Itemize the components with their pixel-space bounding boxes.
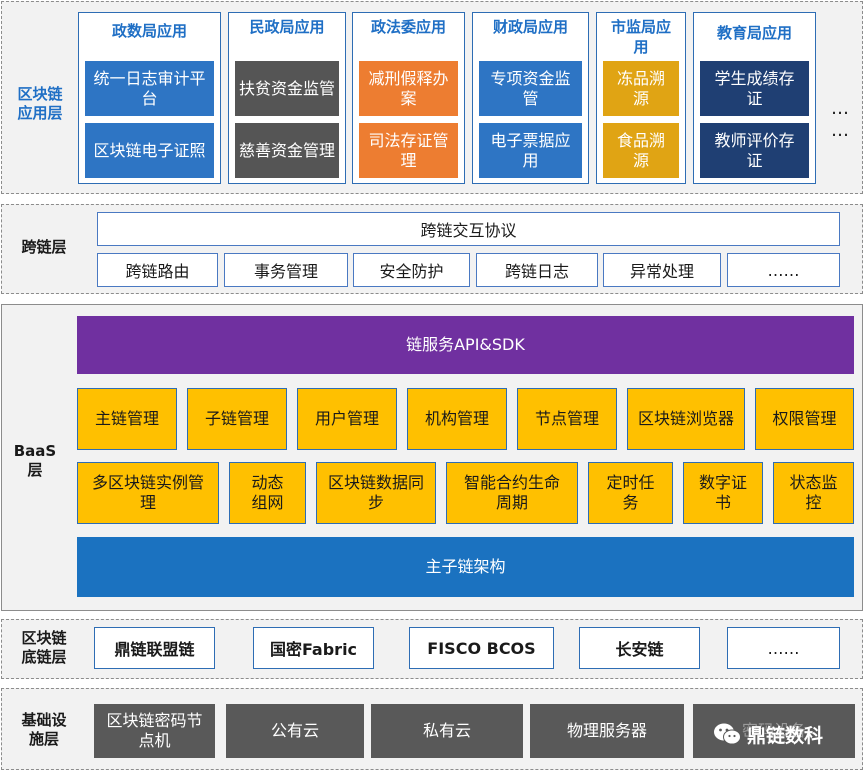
cross-item[interactable]: 事务管理 (224, 253, 348, 287)
baas-item[interactable]: 智能合约生命周期 (446, 462, 578, 524)
baas-item[interactable]: 用户管理 (297, 388, 397, 450)
app-ellipsis-1: … (831, 98, 851, 119)
app-item[interactable]: 减刑假释办案 (359, 61, 458, 116)
dept-zhengshu: 政数局应用 统一日志审计平台 区块链电子证照 (78, 12, 221, 184)
infrastructure-layer-label: 基础设施层 (21, 711, 67, 748)
baas-item[interactable]: 机构管理 (407, 388, 507, 450)
base-chain-fabric[interactable]: 国密Fabric (253, 627, 374, 669)
app-item[interactable]: 扶贫资金监管 (235, 61, 339, 116)
infra-crypto-device[interactable]: 密码设备 (693, 704, 855, 758)
dept-caizheng: 财政局应用 专项资金监管 电子票据应用 (472, 12, 589, 184)
app-ellipsis-2: … (831, 120, 851, 141)
cross-item[interactable]: 安全防护 (353, 253, 470, 287)
master-sub-chain-architecture[interactable]: 主子链架构 (77, 537, 854, 597)
app-item[interactable]: 慈善资金管理 (235, 123, 339, 178)
base-chain-layer-label: 区块链底链层 (21, 629, 67, 666)
dept-title: 民政局应用 (249, 18, 325, 36)
cross-chain-protocol[interactable]: 跨链交互协议 (97, 212, 840, 246)
watermark-text: 鼎链数科 (747, 724, 824, 747)
baas-item[interactable]: 动态组网 (229, 462, 306, 524)
cross-item[interactable]: 跨链日志 (476, 253, 598, 287)
infra-physical-server[interactable]: 物理服务器 (530, 704, 684, 758)
dept-title: 财政局应用 (492, 18, 568, 36)
baas-item[interactable]: 权限管理 (755, 388, 854, 450)
watermark: 鼎链数科 (713, 722, 824, 747)
app-item[interactable]: 学生成绩存证 (700, 61, 809, 116)
dept-title: 教育局应用 (716, 24, 792, 42)
app-item[interactable]: 电子票据应用 (479, 123, 582, 178)
dept-shijian: 市监局应用 冻品溯源 食品溯源 (596, 12, 686, 184)
base-chain-more[interactable]: …… (727, 627, 840, 669)
baas-item[interactable]: 主链管理 (77, 388, 177, 450)
dept-jiaoyu: 教育局应用 学生成绩存证 教师评价存证 (693, 12, 816, 184)
dept-minzheng: 民政局应用 扶贫资金监管 慈善资金管理 (228, 12, 346, 184)
cross-item[interactable]: 跨链路由 (97, 253, 218, 287)
baas-item[interactable]: 节点管理 (517, 388, 617, 450)
baas-item[interactable]: 状态监控 (773, 462, 854, 524)
baas-item[interactable]: 数字证书 (683, 462, 763, 524)
app-item[interactable]: 食品溯源 (603, 123, 679, 178)
baas-layer-label: BaaS层 (13, 442, 57, 479)
app-item[interactable]: 冻品溯源 (603, 61, 679, 116)
service-api-sdk[interactable]: 链服务API&SDK (77, 316, 854, 374)
baas-item[interactable]: 定时任务 (588, 462, 673, 524)
baas-item[interactable]: 子链管理 (187, 388, 287, 450)
baas-item[interactable]: 多区块链实例管理 (77, 462, 219, 524)
dept-title: 政法委应用 (370, 18, 446, 36)
infra-crypto-node[interactable]: 区块链密码节点机 (94, 704, 215, 758)
cross-item[interactable]: …… (727, 253, 840, 287)
application-layer-label: 区块链应用层 (17, 85, 63, 122)
app-item[interactable]: 区块链电子证照 (85, 123, 214, 178)
dept-title: 政数局应用 (111, 22, 187, 40)
app-item[interactable]: 教师评价存证 (700, 123, 809, 178)
base-chain-fisco[interactable]: FISCO BCOS (409, 627, 554, 669)
baas-item[interactable]: 区块链浏览器 (627, 388, 745, 450)
app-item[interactable]: 专项资金监管 (479, 61, 582, 116)
infra-public-cloud[interactable]: 公有云 (226, 704, 364, 758)
dept-zhengfawei: 政法委应用 减刑假释办案 司法存证管理 (352, 12, 465, 184)
app-item[interactable]: 司法存证管理 (359, 123, 458, 178)
app-item[interactable]: 统一日志审计平台 (85, 61, 214, 116)
wechat-icon (714, 723, 741, 745)
dept-title: 市监局应用 (610, 18, 671, 56)
base-chain-changan[interactable]: 长安链 (579, 627, 700, 669)
infra-private-cloud[interactable]: 私有云 (371, 704, 523, 758)
base-chain-dinglian[interactable]: 鼎链联盟链 (94, 627, 215, 669)
cross-item[interactable]: 异常处理 (603, 253, 721, 287)
baas-item[interactable]: 区块链数据同步 (316, 462, 436, 524)
cross-chain-layer-label: 跨链层 (21, 237, 67, 256)
